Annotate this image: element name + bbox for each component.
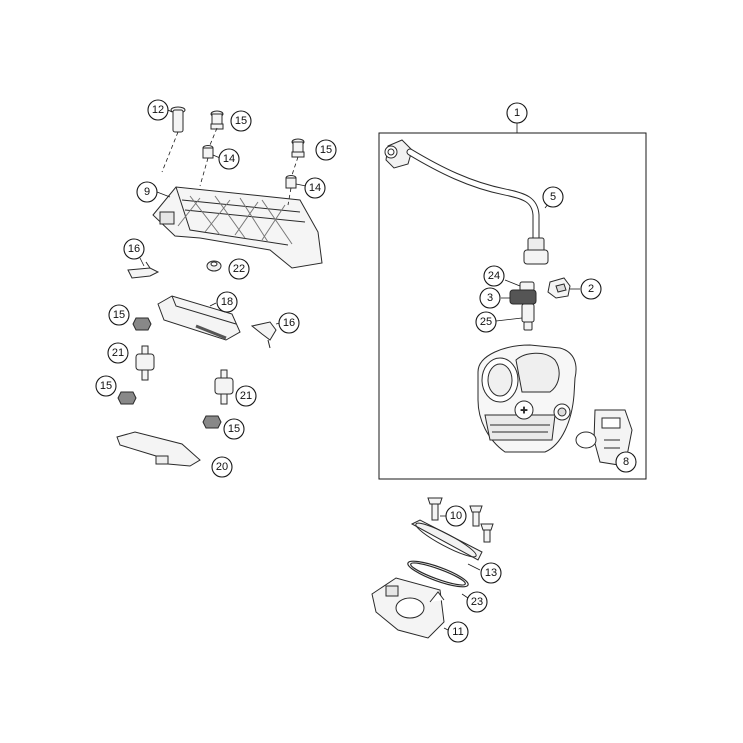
callout-16: 16 (123, 238, 145, 260)
leader-24 (504, 279, 521, 287)
clip (252, 322, 276, 348)
rubber-mount (136, 346, 154, 380)
svg-text:15: 15 (228, 423, 240, 435)
callout-20: 20 (211, 456, 233, 478)
svg-text:3: 3 (487, 292, 493, 304)
callout-10: 10 (445, 505, 467, 527)
svg-text:13: 13 (485, 567, 497, 579)
rubber-mount (215, 370, 233, 404)
callout-25: 25 (475, 311, 497, 333)
svg-text:14: 14 (309, 182, 321, 194)
svg-text:15: 15 (113, 309, 125, 321)
callout-18: 18 (216, 291, 238, 313)
svg-text:21: 21 (112, 347, 124, 359)
svg-text:5: 5 (550, 191, 556, 203)
callout-1: 1 (506, 102, 528, 124)
callout-24: 24 (483, 265, 505, 287)
leader-12 (167, 109, 173, 113)
callout-15: 15 (230, 110, 252, 132)
svg-text:15: 15 (320, 144, 332, 156)
leader-13 (467, 563, 481, 571)
nut-axis (209, 127, 218, 146)
spacer (203, 146, 213, 159)
leader-18 (209, 302, 217, 307)
callout-11: 11 (447, 621, 469, 643)
ecu (158, 296, 240, 340)
bolt (171, 107, 185, 132)
ecu-bracket (153, 187, 322, 268)
injector-clip (548, 278, 570, 298)
callout-14: 14 (218, 148, 240, 170)
callout-21: 21 (107, 342, 129, 364)
svg-text:15: 15 (100, 380, 112, 392)
svg-text:24: 24 (488, 270, 500, 282)
throttle-body: + (478, 345, 576, 452)
callout-23: 23 (466, 591, 488, 613)
svg-text:16: 16 (128, 243, 140, 255)
svg-text:14: 14 (223, 153, 235, 165)
fuel-injector (510, 282, 536, 330)
callout-15: 15 (108, 304, 130, 326)
leader-11 (443, 627, 449, 631)
svg-text:15: 15 (235, 115, 247, 127)
svg-text:18: 18 (221, 296, 233, 308)
callout-8: 8 (615, 451, 637, 473)
callout-16: 16 (278, 312, 300, 334)
callout-5: 5 (542, 186, 564, 208)
leader-16a (139, 257, 145, 267)
callout-15: 15 (223, 418, 245, 440)
callout-14: 14 (304, 177, 326, 199)
svg-text:+: + (520, 403, 527, 417)
leader-23 (461, 593, 469, 599)
svg-text:11: 11 (452, 626, 463, 638)
nut-axis (291, 156, 299, 176)
svg-text:21: 21 (240, 390, 252, 402)
hose-clamp (412, 519, 482, 562)
svg-text:10: 10 (450, 510, 462, 522)
mounting-plate (117, 432, 200, 466)
svg-text:16: 16 (283, 317, 295, 329)
svg-text:22: 22 (233, 263, 245, 275)
spacer-axis (199, 157, 209, 187)
callout-15: 15 (95, 375, 117, 397)
callout-3: 3 (479, 287, 501, 309)
spacer-axis (287, 187, 292, 206)
leader-12-axis (161, 131, 179, 173)
screws (428, 498, 493, 542)
map-sensor (576, 410, 632, 466)
clip (128, 262, 158, 278)
callout-15: 15 (315, 139, 337, 161)
fuel-hose (385, 140, 548, 264)
callout-13: 13 (480, 562, 502, 584)
leader-9 (156, 191, 171, 198)
leader-14b (295, 183, 307, 187)
grommet (207, 261, 221, 271)
svg-text:25: 25 (480, 316, 492, 328)
svg-text:1: 1 (514, 107, 520, 119)
nut (133, 318, 151, 330)
callout-22: 22 (228, 258, 250, 280)
callout-12: 12 (147, 99, 169, 121)
svg-text:2: 2 (588, 283, 594, 295)
assembly-box (378, 132, 647, 480)
callout-21: 21 (235, 385, 257, 407)
svg-text:23: 23 (471, 596, 483, 608)
callout-9: 9 (136, 181, 158, 203)
svg-text:9: 9 (144, 186, 150, 198)
leader-25 (495, 317, 523, 322)
o-ring (406, 556, 471, 591)
svg-text:20: 20 (216, 461, 228, 473)
nut (118, 392, 136, 404)
intake-flange (372, 578, 444, 638)
spacer (286, 176, 296, 189)
callout-2: 2 (580, 278, 602, 300)
nut (292, 139, 304, 157)
nut (203, 416, 221, 428)
svg-text:12: 12 (152, 104, 164, 116)
nut (211, 111, 223, 129)
svg-text:8: 8 (623, 456, 629, 468)
